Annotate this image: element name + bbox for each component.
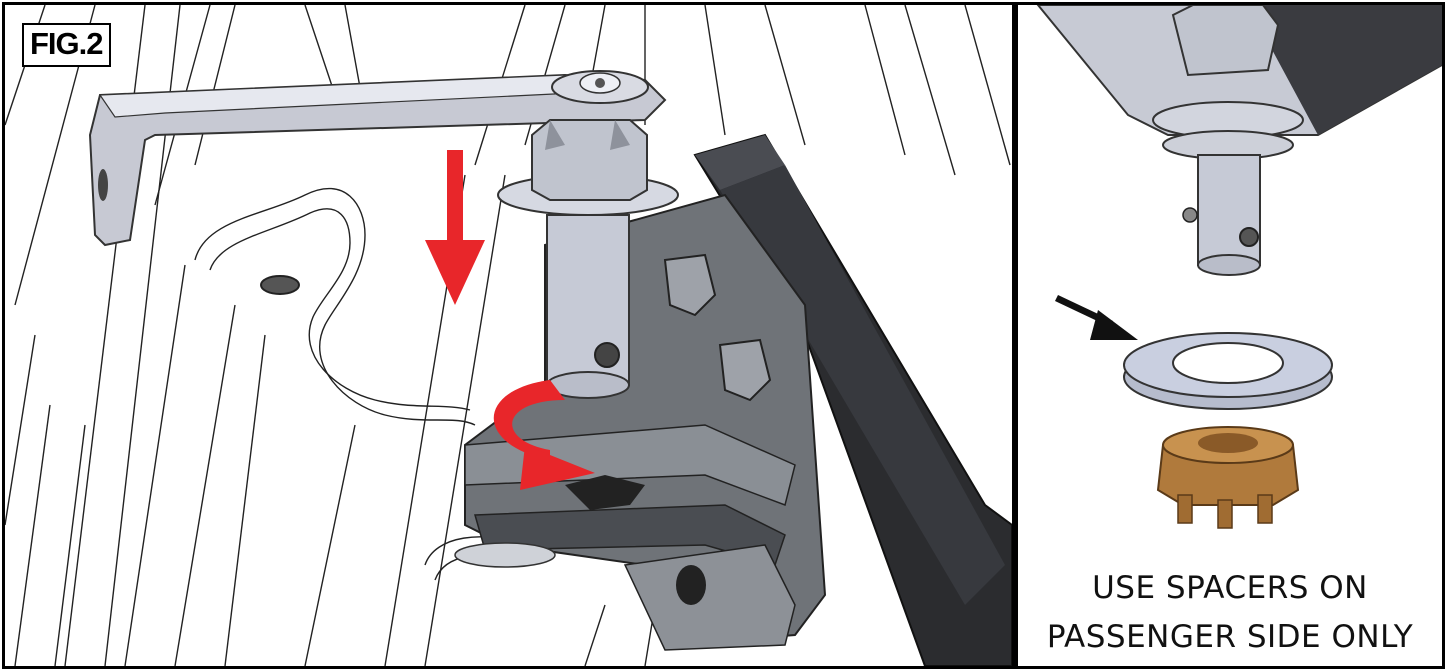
bushing [1156, 426, 1300, 529]
main-assembly-panel: FIG.2 [2, 2, 1015, 669]
assembly-drawing [5, 5, 1012, 666]
spacer-drawing [1036, 5, 1442, 529]
rotate-arrow-icon [493, 380, 595, 490]
liner-hole [260, 275, 300, 295]
bracket-bolts [663, 253, 772, 402]
spacer-ring [1123, 332, 1333, 410]
spacer-note-line-2: PASSENGER SIDE ONLY [1046, 619, 1414, 655]
detail-pin [1182, 154, 1261, 276]
retaining-bar [88, 70, 667, 247]
down-arrow-icon [425, 150, 485, 305]
upper-housing [1036, 5, 1442, 160]
spacer-note-line-1: USE SPACERS ON [1092, 570, 1368, 606]
spacer-detail-panel: USE SPACERS ON PASSENGER SIDE ONLY [1015, 2, 1445, 669]
locking-pin [497, 119, 679, 399]
figure-label: FIG.2 [22, 23, 111, 67]
pointer-arrow-icon [1055, 295, 1138, 340]
